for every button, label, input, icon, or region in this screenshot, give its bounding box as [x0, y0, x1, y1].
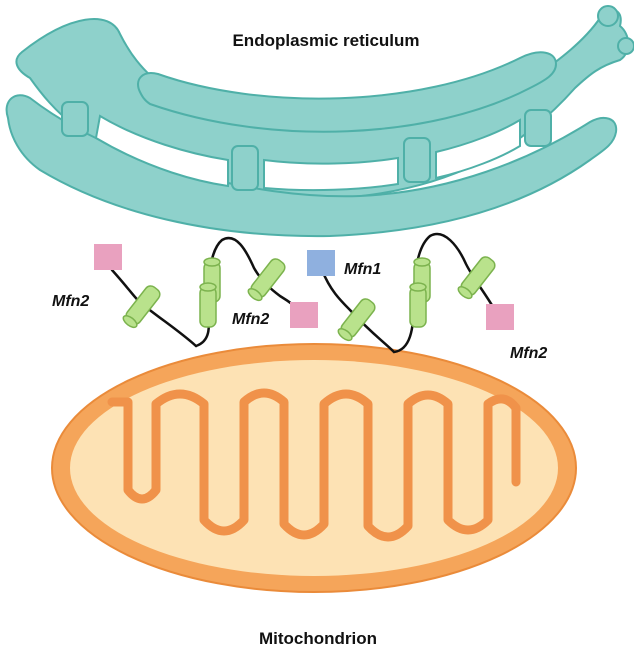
helix-7	[409, 282, 427, 328]
er-lumen-gap-3	[435, 118, 521, 180]
label-mfn1: Mfn1	[344, 261, 381, 278]
mito-inner-space	[70, 360, 558, 576]
mfn2-square-right	[486, 304, 514, 330]
helix-1	[122, 285, 161, 329]
tether-mfn2-left	[110, 268, 198, 348]
er-strut-3	[403, 137, 431, 183]
er-strut-1	[61, 101, 89, 137]
helix-5	[337, 298, 376, 342]
mfn2-square-left	[94, 244, 122, 270]
mfn1-square	[307, 250, 335, 276]
mitochondrion	[51, 343, 577, 593]
er-end-blob-top	[597, 5, 619, 27]
helix-4	[247, 258, 286, 302]
mfn2-square-mid	[290, 302, 318, 328]
helix-3	[199, 282, 217, 328]
mitofusin-domains	[94, 244, 514, 330]
er-inner-arc-upper	[137, 51, 558, 133]
tether-lines	[110, 232, 498, 354]
er-lumen-gap-2	[263, 156, 399, 192]
label-endoplasmic-reticulum: Endoplasmic reticulum	[232, 31, 419, 50]
label-mfn2-right: Mfn2	[510, 345, 547, 362]
er-lumen-gap-1	[94, 114, 229, 188]
er-strut-4	[524, 109, 552, 147]
label-mfn2-left: Mfn2	[52, 293, 89, 310]
endoplasmic-reticulum	[5, 5, 634, 238]
label-mfn2-mid: Mfn2	[232, 311, 269, 328]
helix-8	[457, 256, 496, 300]
label-mitochondrion: Mitochondrion	[259, 629, 377, 648]
mito-cristae	[107, 388, 521, 542]
er-end-blob-right	[617, 37, 634, 55]
helix-domains	[122, 256, 496, 342]
er-strut-2	[231, 145, 259, 191]
